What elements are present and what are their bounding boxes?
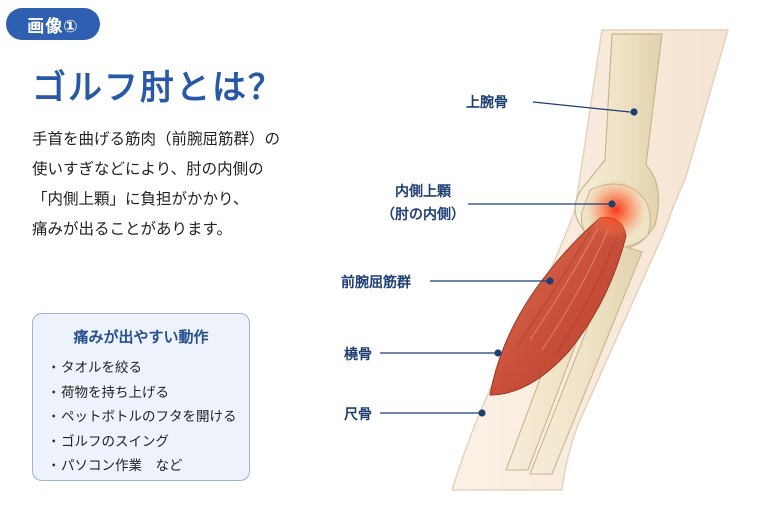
bullet-icon: ・ xyxy=(47,433,61,450)
pain-activities-list: ・タオルを絞る ・荷物を持ち上げる ・ペットボトルのフタを開ける ・ゴルフのスイ… xyxy=(47,356,237,479)
list-item: ・荷物を持ち上げる xyxy=(47,381,237,406)
list-item: ・タオルを絞る xyxy=(47,356,237,381)
flexor-pointer-icon xyxy=(546,277,554,285)
ulna-pointer-icon xyxy=(478,409,486,417)
ulna-bone xyxy=(529,244,643,475)
description-line: 手首を曲げる筋肉（前腕屈筋群）の xyxy=(32,130,281,148)
list-item: ・ゴルフのスイング xyxy=(47,430,237,455)
radius-pointer-icon xyxy=(494,349,502,357)
image-badge: 画像① xyxy=(6,8,100,40)
pain-glow xyxy=(586,180,646,240)
description-line: 痛みが出ることがあります。 xyxy=(32,220,232,238)
list-item: ・ペットボトルのフタを開ける xyxy=(47,405,237,430)
humerus-pointer-icon xyxy=(630,108,638,116)
description-line: 使いすぎなどにより、肘の内側の xyxy=(32,160,264,178)
bullet-icon: ・ xyxy=(47,458,61,474)
pain-activities-title: 痛みが出やすい動作 xyxy=(73,328,209,346)
pain-activities-box: 痛みが出やすい動作 ・タオルを絞る ・荷物を持ち上げる ・ペットボトルのフタを開… xyxy=(32,313,250,481)
bullet-icon: ・ xyxy=(47,409,61,425)
label-humerus: 上腕骨 xyxy=(466,95,508,111)
elbow-illustration xyxy=(380,29,729,491)
bullet-icon: ・ xyxy=(47,360,61,376)
page-title: ゴルフ肘とは？ xyxy=(32,68,284,108)
label-radius: 橈骨 xyxy=(344,347,372,363)
list-item: ・パソコン作業 など xyxy=(47,454,237,479)
epicondyle-pointer-icon xyxy=(608,200,616,208)
label-flexors: 前腕屈筋群 xyxy=(341,275,411,291)
bullet-icon: ・ xyxy=(47,384,61,401)
label-ulna: 尺骨 xyxy=(344,407,372,423)
label-medial-epicondyle: 内側上顆 （肘の内側） xyxy=(381,184,465,223)
description: 手首を曲げる筋肉（前腕屈筋群）の 使いすぎなどにより、肘の内側の 「内側上顆」に… xyxy=(32,124,332,244)
description-line: 「内側上顆」に負担がかかり、 xyxy=(32,190,249,208)
